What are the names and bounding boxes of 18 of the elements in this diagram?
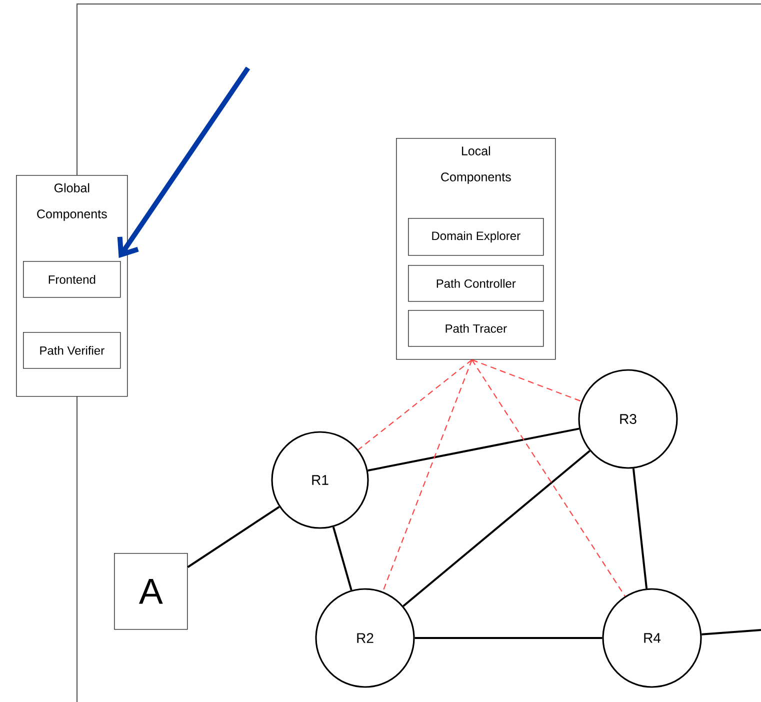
component-box: Path Verifier [23,332,121,369]
dashed-link [472,359,582,402]
arrow [117,66,250,258]
dashed-link [358,359,472,450]
component-box: Path Tracer [408,310,544,347]
link-line [414,637,602,639]
link-line [332,526,352,590]
link-line [187,506,280,568]
link-line [632,468,648,589]
link-line [368,428,580,472]
link-line [402,450,590,607]
dashed-link [471,360,626,596]
component-box: Domain Explorer [408,218,544,256]
dashed-link [382,360,472,592]
host-box: A [114,553,188,630]
link-line [702,629,761,636]
component-box: Frontend [23,261,121,298]
component-box: Path Controller [408,265,544,302]
